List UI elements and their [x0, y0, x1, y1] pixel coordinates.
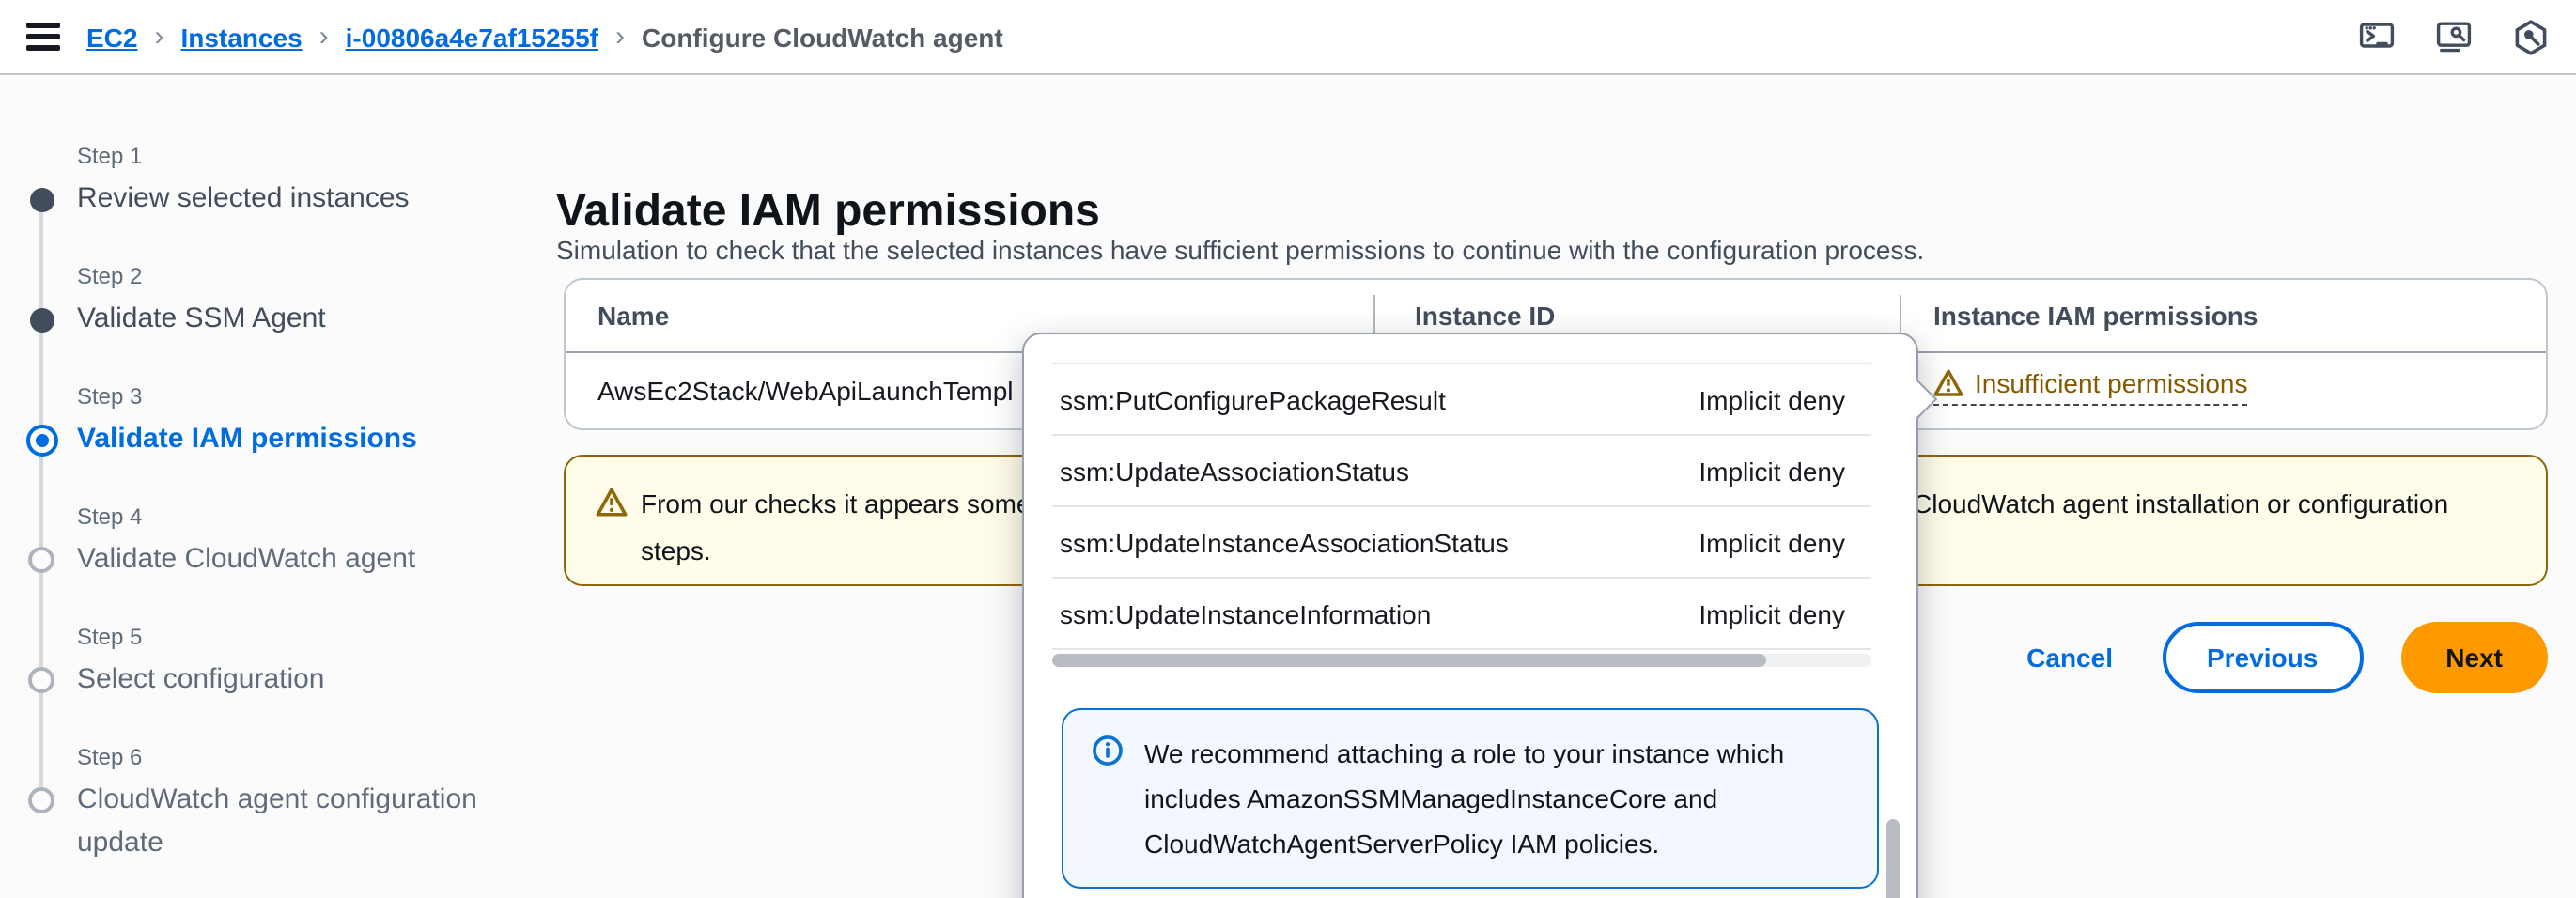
permission-row: ssm:PutConfigurePackageResult Implicit d…	[1052, 363, 1871, 434]
permission-action: ssm:UpdateAssociationStatus	[1060, 456, 1409, 486]
step-connector-line	[39, 210, 43, 800]
column-divider	[1373, 295, 1375, 338]
column-header-instance-id: Instance ID	[1415, 301, 1556, 331]
step-4-bullet	[28, 547, 54, 573]
horizontal-scrollbar[interactable]	[1052, 654, 1871, 667]
recommendation-text: We recommend attaching a role to your in…	[1144, 738, 1785, 859]
topbar-icon-group	[2358, 18, 2550, 55]
step-5-bullet	[28, 667, 54, 693]
systems-manager-icon[interactable]	[2512, 18, 2550, 55]
step-title: Review selected instances	[77, 182, 410, 214]
breadcrumb-current-page: Configure CloudWatch agent	[642, 22, 1003, 52]
diagnostics-icon[interactable]	[2435, 18, 2473, 55]
breadcrumb-link-instances[interactable]: Instances	[180, 22, 303, 52]
step-3-bullet	[26, 425, 58, 457]
step-number: Step 1	[77, 143, 143, 169]
page-description: Simulation to check that the selected in…	[556, 235, 1925, 265]
breadcrumb: EC2 Instances i-00806a4e7af15255f Config…	[86, 21, 1003, 53]
step-number: Step 4	[77, 503, 143, 530]
permission-action: ssm:PutConfigurePackageResult	[1060, 384, 1446, 414]
chevron-right-icon	[615, 21, 625, 53]
permission-decision: Implicit deny	[1699, 456, 1845, 486]
sidebar-step-2[interactable]: Step 2 Validate SSM Agent	[77, 263, 547, 340]
sidebar-step-3-active[interactable]: Step 3 Validate IAM permissions	[77, 383, 547, 460]
column-header-iam-permissions: Instance IAM permissions	[1933, 301, 2258, 331]
permission-row: ssm:UpdateAssociationStatus Implicit den…	[1052, 434, 1871, 505]
table-row-instance-name: AwsEc2Stack/WebApiLaunchTempl	[597, 376, 1014, 406]
top-navigation-bar: EC2 Instances i-00806a4e7af15255f Config…	[0, 0, 2576, 75]
permission-decision: Implicit deny	[1699, 384, 1845, 414]
warning-text-end: CloudWatch agent installation or configu…	[1913, 488, 2449, 519]
breadcrumb-link-instance-id[interactable]: i-00806a4e7af15255f	[345, 22, 598, 52]
warning-triangle-icon	[596, 488, 628, 517]
chevron-right-icon	[154, 21, 163, 53]
step-1-bullet	[30, 188, 54, 212]
sidebar-step-4: Step 4 Validate CloudWatch agent	[77, 503, 547, 581]
cancel-button[interactable]: Cancel	[2015, 641, 2124, 674]
step-title: Validate IAM permissions	[77, 423, 417, 455]
step-number: Step 6	[77, 744, 143, 770]
permission-action: ssm:UpdateInstanceAssociationStatus	[1060, 527, 1509, 557]
permission-row: ssm:UpdateInstanceInformation Implicit d…	[1052, 577, 1871, 650]
step-number: Step 3	[77, 383, 143, 410]
permission-decision: Implicit deny	[1699, 527, 1845, 557]
warning-text-start: From our checks it appears some	[641, 488, 1032, 519]
iam-permissions-popover: ssm:PutConfigurePackageResult Implicit d…	[1022, 333, 1938, 898]
previous-button[interactable]: Previous	[2162, 622, 2364, 693]
column-header-name: Name	[597, 301, 670, 331]
step-title: Validate SSM Agent	[77, 302, 326, 334]
permission-row: ssm:UpdateInstanceAssociationStatus Impl…	[1052, 505, 1871, 577]
step-title: Select configuration	[77, 663, 325, 695]
column-divider	[1900, 295, 1901, 338]
step-number: Step 5	[77, 624, 143, 650]
wizard-actions: Cancel Previous Next	[564, 620, 2548, 695]
iam-status-label: Insufficient permissions	[1975, 368, 2248, 398]
warning-text-line2: steps.	[641, 535, 711, 565]
breadcrumb-link-ec2[interactable]: EC2	[86, 22, 138, 52]
step-number: Step 2	[77, 263, 143, 289]
permission-list: ssm:PutConfigurePackageResult Implicit d…	[1052, 363, 1871, 650]
warning-triangle-icon	[1933, 369, 1963, 396]
chevron-right-icon	[319, 21, 329, 53]
info-icon	[1093, 735, 1123, 766]
hamburger-menu-icon[interactable]	[26, 23, 60, 51]
vertical-scrollbar-thumb[interactable]	[1886, 819, 1900, 898]
step-6-bullet	[28, 787, 54, 813]
step-title: CloudWatch agent configuration update	[77, 783, 477, 859]
page-title: Validate IAM permissions	[556, 186, 1100, 238]
sidebar-step-5: Step 5 Select configuration	[77, 624, 547, 701]
wizard-steps-nav: Step 1 Review selected instances Step 2 …	[0, 75, 549, 898]
recommendation-info-box: We recommend attaching a role to your in…	[1062, 708, 1879, 889]
permission-decision: Implicit deny	[1699, 598, 1845, 628]
sidebar-step-6: Step 6 CloudWatch agent configuration up…	[77, 744, 547, 864]
permission-action: ssm:UpdateInstanceInformation	[1060, 598, 1432, 628]
next-button[interactable]: Next	[2400, 622, 2548, 693]
step-2-bullet	[30, 308, 54, 333]
horizontal-scrollbar-thumb[interactable]	[1052, 654, 1766, 667]
insufficient-permissions-popover-trigger[interactable]: Insufficient permissions	[1933, 368, 2248, 406]
cloudshell-icon[interactable]	[2358, 18, 2396, 55]
sidebar-step-1[interactable]: Step 1 Review selected instances	[77, 143, 547, 220]
table-row-iam-permissions-cell: Insufficient permissions	[1933, 368, 2248, 408]
step-title: Validate CloudWatch agent	[77, 543, 416, 575]
